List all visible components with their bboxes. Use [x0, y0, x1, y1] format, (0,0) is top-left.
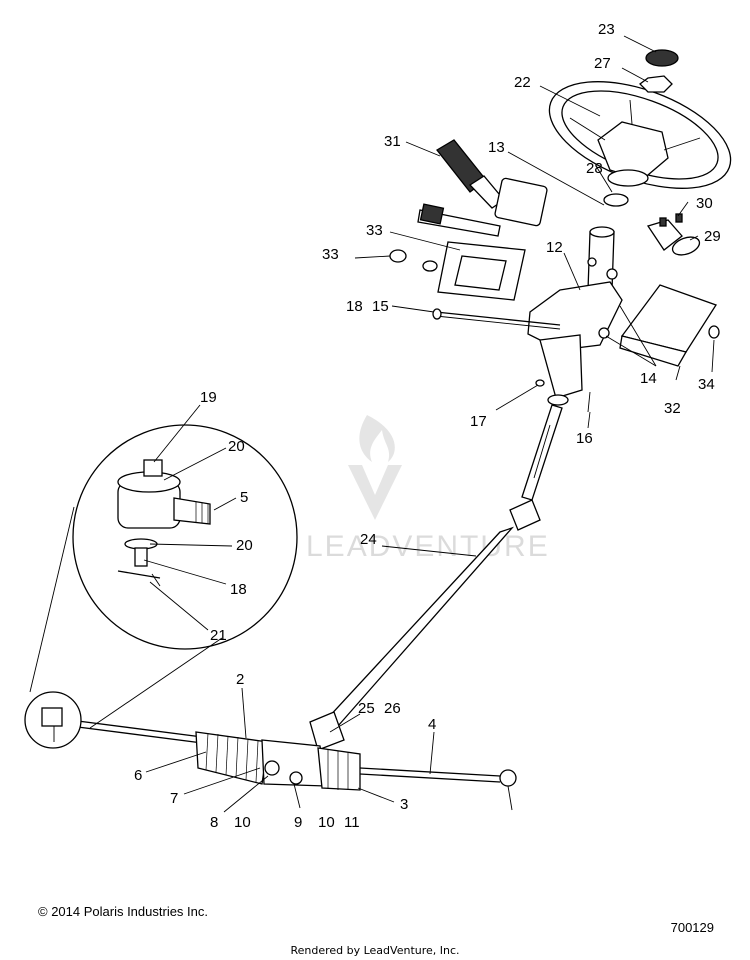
- callout-17: 17: [470, 413, 487, 430]
- watermark-text: LEADVENTURE: [306, 530, 550, 563]
- callout-32: 32: [664, 400, 681, 417]
- callout-4: 4: [428, 716, 436, 733]
- callout-15: 15: [372, 298, 389, 315]
- callout-31: 31: [384, 133, 401, 150]
- rendered-by-credit: Rendered by LeadVenture, Inc.: [290, 944, 460, 957]
- intermediate-steering-shaft: [309, 404, 563, 751]
- ignition-switch: [646, 213, 701, 256]
- callout-22: 22: [514, 74, 531, 91]
- callout-13: 13: [488, 139, 505, 156]
- column-washer: [535, 379, 591, 413]
- callout-29: 29: [704, 228, 721, 245]
- shift-lever: [417, 139, 548, 237]
- callout-24: 24: [360, 531, 377, 548]
- mounting-plate: [437, 241, 526, 301]
- callout-9: 9: [294, 814, 302, 831]
- callout-33-plate: 33: [366, 222, 383, 239]
- callout-18-bolt: 18: [346, 298, 363, 315]
- callout-14: 14: [640, 370, 657, 387]
- callout-3: 3: [400, 796, 408, 813]
- steering-wheel: [548, 81, 732, 189]
- callout-27: 27: [594, 55, 611, 72]
- wheel-washer: [603, 193, 629, 207]
- bracket-nut: [708, 325, 720, 339]
- copyright-notice: © 2014 Polaris Industries Inc.: [38, 904, 208, 919]
- callout-26: 26: [384, 700, 401, 717]
- callout-23: 23: [598, 21, 615, 38]
- callout-12: 12: [546, 239, 563, 256]
- callout-11: 11: [344, 814, 360, 831]
- detail-inset: [24, 424, 298, 749]
- callout-16: 16: [576, 430, 593, 447]
- callout-8: 8: [210, 814, 218, 831]
- diagram-number: 700129: [670, 920, 714, 935]
- callout-30: 30: [696, 195, 713, 212]
- callout-20-upper: 20: [228, 438, 245, 455]
- callout-19: 19: [200, 389, 217, 406]
- callout-18-inset: 18: [230, 581, 247, 598]
- callout-2: 2: [236, 671, 244, 688]
- callout-34: 34: [698, 376, 715, 393]
- callout-20-lower: 20: [236, 537, 253, 554]
- pivot-bolt: [432, 308, 561, 330]
- steering-column-bracket: [527, 226, 623, 399]
- callout-6: 6: [134, 767, 142, 784]
- watermark-logo: LEADVENTURE: [306, 415, 550, 563]
- wheel-cap: [645, 49, 679, 67]
- side-bracket: [619, 284, 717, 367]
- callout-10-left: 10: [234, 814, 251, 831]
- steering-rack: [69, 719, 517, 811]
- leader-lines: [143, 35, 715, 813]
- wheel-nut: [639, 75, 673, 93]
- callout-33-screw: 33: [322, 246, 339, 263]
- callouts: 23 27 22 31 13 28 30 29 33 33 12 18 15 1…: [134, 21, 721, 831]
- callout-28: 28: [586, 160, 603, 177]
- callout-25: 25: [358, 700, 375, 717]
- plate-screws: [354, 249, 438, 272]
- callout-5: 5: [240, 489, 248, 506]
- callout-21: 21: [210, 627, 227, 644]
- callout-7: 7: [170, 790, 178, 807]
- callout-10-right: 10: [318, 814, 335, 831]
